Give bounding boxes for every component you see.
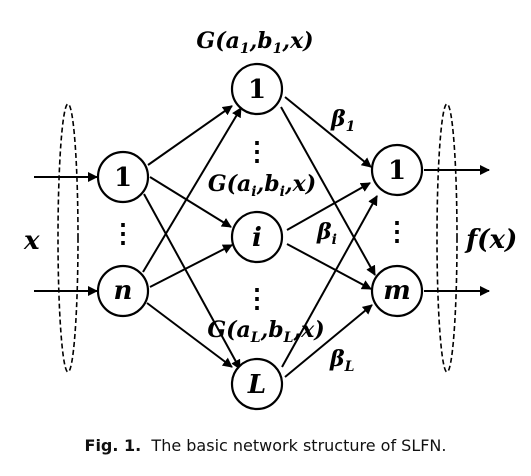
hidden-function-1: G(a1,b1,x) [196,28,313,57]
hidden-node-1 [230,62,284,116]
output-node-1 [370,143,424,197]
hidden-output-edges [280,96,378,378]
output-node-1-label: 1 [388,156,406,186]
hidden-node-L-label: L [247,370,266,400]
output-weight-i: βi [316,219,337,248]
output-ellipse [436,103,458,373]
hidden-node-i-label: i [252,223,262,253]
input-node-n [96,264,150,318]
hidden-function-i: G(ai,bi,x) [208,171,316,200]
input-label: x [23,226,40,256]
hidden-ellipsis-upper: ⋮ [244,137,270,167]
input-node-1 [96,150,150,204]
caption-text: The basic network structure of SLFN. [151,436,447,455]
input-ellipse [57,103,79,373]
output-ellipsis: ⋮ [384,217,410,247]
input-node-1-label: 1 [114,163,132,193]
caption-label: Fig. 1. [84,436,142,455]
input-ellipsis: ⋮ [110,219,136,249]
hidden-node-i [230,210,284,264]
input-node-n-label: n [114,276,133,306]
output-label: f(x) [464,225,517,255]
hidden-node-L [230,357,284,411]
hidden-function-L: G(aL,bL,x) [207,317,324,346]
output-weight-1: β1 [330,106,355,135]
input-hidden-edges [142,105,242,370]
hidden-node-1-label: 1 [248,75,266,105]
hidden-ellipsis-lower: ⋮ [244,284,270,314]
output-weight-L: βL [329,346,355,375]
output-node-m-label: m [383,276,411,306]
figure-caption: Fig. 1. The basic network structure of S… [0,436,531,455]
output-node-m [370,264,424,318]
